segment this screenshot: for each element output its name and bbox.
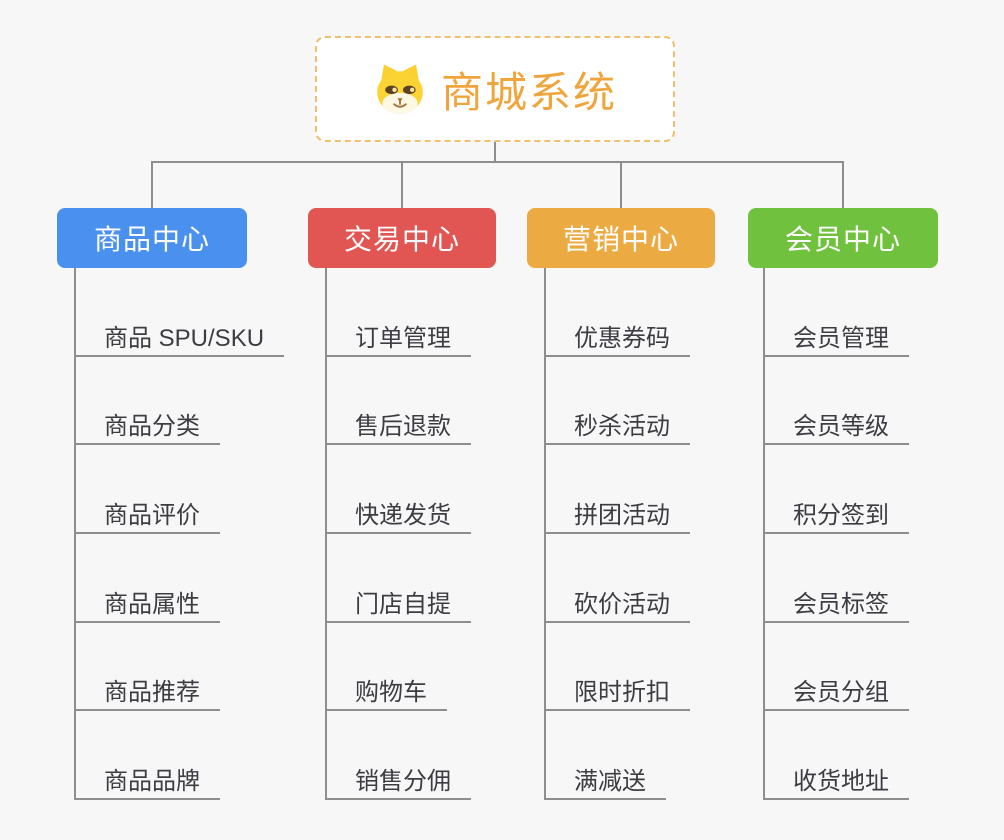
connector-drop-3 [620,161,622,208]
leaf-node[interactable]: 快递发货 [327,445,471,534]
dog-face-icon [377,64,423,114]
leaf-node[interactable]: 会员管理 [765,268,909,357]
leaf-node[interactable]: 商品品牌 [76,711,220,800]
leaf-node[interactable]: 限时折扣 [546,623,690,712]
root-node[interactable]: 商城系统 [315,36,675,142]
leaf-node[interactable]: 订单管理 [327,268,471,357]
root-label: 商城系统 [440,68,617,116]
leaf-node[interactable]: 商品 SPU/SKU [76,268,285,357]
branch-node-marketing-center[interactable]: 营销中心 [527,208,715,268]
connector-drop-2 [401,161,403,208]
leaf-node[interactable]: 秒杀活动 [546,357,690,446]
leaf-node[interactable]: 拼团活动 [546,445,690,534]
connector-drop-1 [151,161,153,208]
leaf-node[interactable]: 满减送 [546,711,666,800]
leaf-node[interactable]: 商品推荐 [76,623,220,712]
connector-bus [151,161,844,163]
leaf-node[interactable]: 砍价活动 [546,534,690,623]
leaf-node[interactable]: 商品属性 [76,534,220,623]
connector-drop-4 [842,161,844,208]
leaf-node[interactable]: 购物车 [327,623,447,712]
leaf-node[interactable]: 收货地址 [765,711,909,800]
branch-node-member-center[interactable]: 会员中心 [748,208,938,268]
leaf-column-marketing-center: 优惠券码 秒杀活动 拼团活动 砍价活动 限时折扣 满减送 [544,268,690,800]
leaf-node[interactable]: 会员等级 [765,357,909,446]
branch-node-trade-center[interactable]: 交易中心 [308,208,496,268]
leaf-column-member-center: 会员管理 会员等级 积分签到 会员标签 会员分组 收货地址 [763,268,909,800]
leaf-node[interactable]: 销售分佣 [327,711,471,800]
leaf-node[interactable]: 优惠券码 [546,268,690,357]
leaf-node[interactable]: 积分签到 [765,445,909,534]
leaf-node[interactable]: 商品评价 [76,445,220,534]
leaf-node[interactable]: 售后退款 [327,357,471,446]
leaf-node[interactable]: 会员分组 [765,623,909,712]
branch-node-product-center[interactable]: 商品中心 [57,208,247,268]
leaf-column-product-center: 商品 SPU/SKU 商品分类 商品评价 商品属性 商品推荐 商品品牌 [74,268,285,800]
leaf-node[interactable]: 商品分类 [76,357,220,446]
leaf-node[interactable]: 会员标签 [765,534,909,623]
leaf-column-trade-center: 订单管理 售后退款 快递发货 门店自提 购物车 销售分佣 [325,268,471,800]
leaf-node[interactable]: 门店自提 [327,534,471,623]
connector-root-stem [494,142,496,162]
